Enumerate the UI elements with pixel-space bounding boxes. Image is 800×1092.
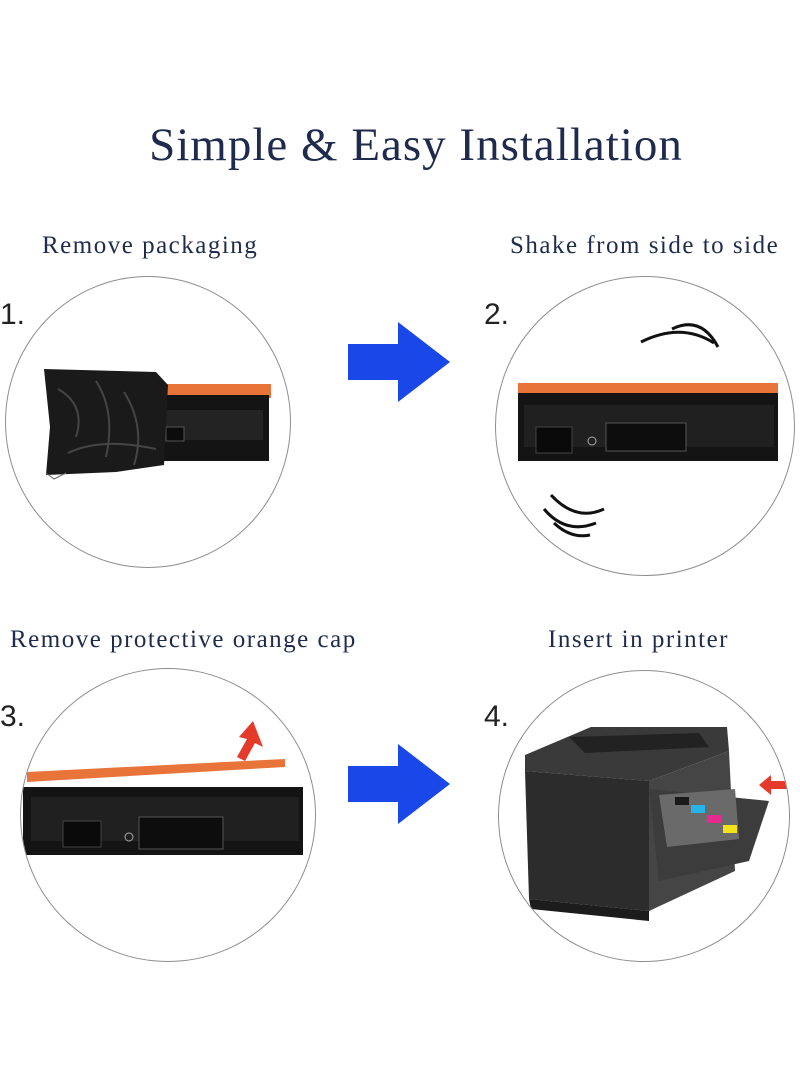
right-arrow-icon bbox=[348, 744, 450, 824]
step-3-caption: Remove protective orange cap bbox=[10, 626, 357, 653]
step-1-circle bbox=[5, 276, 291, 568]
right-arrow-icon bbox=[348, 322, 450, 402]
step-2-caption: Shake from side to side bbox=[510, 232, 780, 259]
toner-cap-removal-illustration bbox=[23, 721, 303, 855]
step-1-caption: Remove packaging bbox=[42, 232, 259, 259]
step-2-circle bbox=[495, 276, 795, 576]
step-2-number: 2. bbox=[484, 298, 510, 331]
step-4-number: 4. bbox=[484, 700, 510, 733]
toner-shaking-illustration bbox=[518, 323, 778, 538]
printer-insert-illustration bbox=[525, 727, 789, 921]
step-3-circle bbox=[20, 668, 316, 962]
page-title: Simple & Easy Installation bbox=[149, 119, 683, 171]
toner-in-bag-illustration bbox=[44, 369, 271, 480]
step-4-caption: Insert in printer bbox=[548, 626, 730, 653]
step-3-number: 3. bbox=[0, 700, 26, 733]
step-1-number: 1. bbox=[0, 298, 26, 331]
step-4-circle bbox=[498, 670, 790, 962]
